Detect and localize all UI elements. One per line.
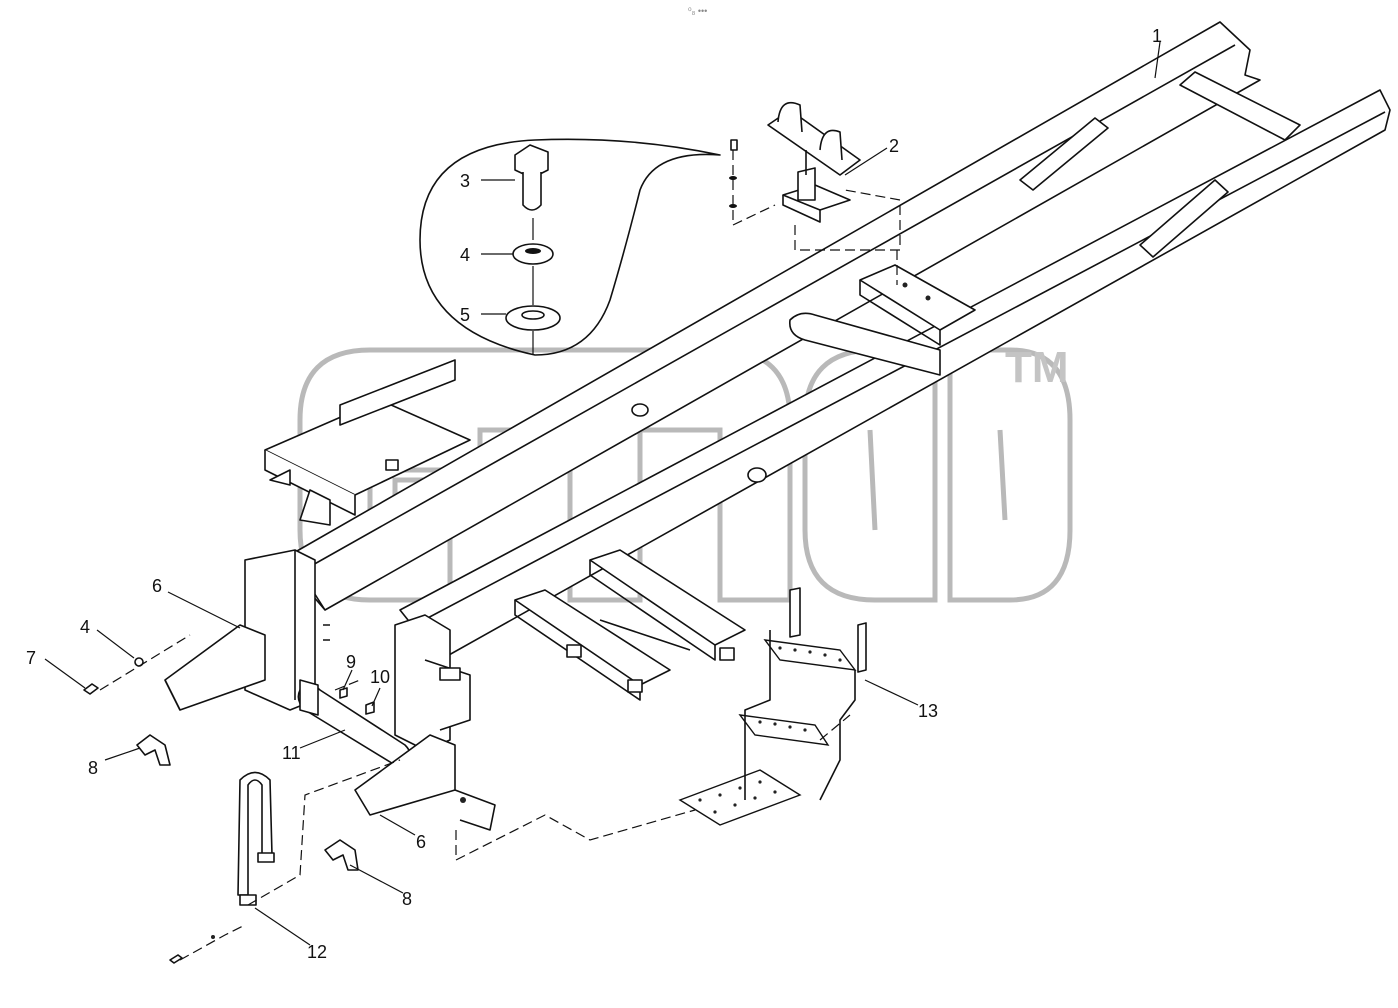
clips	[136, 734, 359, 871]
bolt-head	[514, 144, 549, 179]
callout-12: 12	[307, 942, 327, 962]
grab-handle	[237, 771, 275, 906]
mount-plate	[859, 264, 976, 346]
callout-3: 3	[460, 171, 470, 191]
front-subframe	[514, 549, 746, 701]
main-frame-rail-upper	[289, 21, 1301, 611]
callout-1: 1	[1152, 26, 1162, 46]
callout-numbers: 1 2 3 4 5 6 4 7 8 9 10 11 6 8 12 13	[26, 26, 1162, 962]
bolt-7	[83, 683, 99, 695]
hitch-assembly	[164, 549, 496, 831]
callout-8-left: 8	[88, 758, 98, 778]
assembly-lines	[99, 150, 901, 961]
callout-7: 7	[26, 648, 36, 668]
leader-lines	[44, 41, 1161, 946]
callout-4-left: 4	[80, 617, 90, 637]
callout-6-right: 6	[416, 832, 426, 852]
top-mark: ⁰₈ •••	[688, 6, 707, 16]
rear-subframe	[264, 359, 471, 526]
steps-assembly	[678, 587, 867, 826]
callout-8-right: 8	[402, 889, 412, 909]
callout-4-detail: 4	[460, 245, 470, 265]
main-frame-rail-lower	[399, 89, 1391, 661]
callout-6-left: 6	[152, 576, 162, 596]
part-2-bracket	[767, 101, 861, 223]
callout-2: 2	[889, 136, 899, 156]
callout-11: 11	[282, 743, 301, 763]
trademark-mark: TM	[1005, 343, 1069, 392]
callout-13: 13	[918, 701, 938, 721]
callout-10: 10	[370, 667, 390, 687]
callout-9: 9	[346, 652, 356, 672]
callout-5: 5	[460, 305, 470, 325]
detail-callout-bubble	[419, 138, 721, 356]
